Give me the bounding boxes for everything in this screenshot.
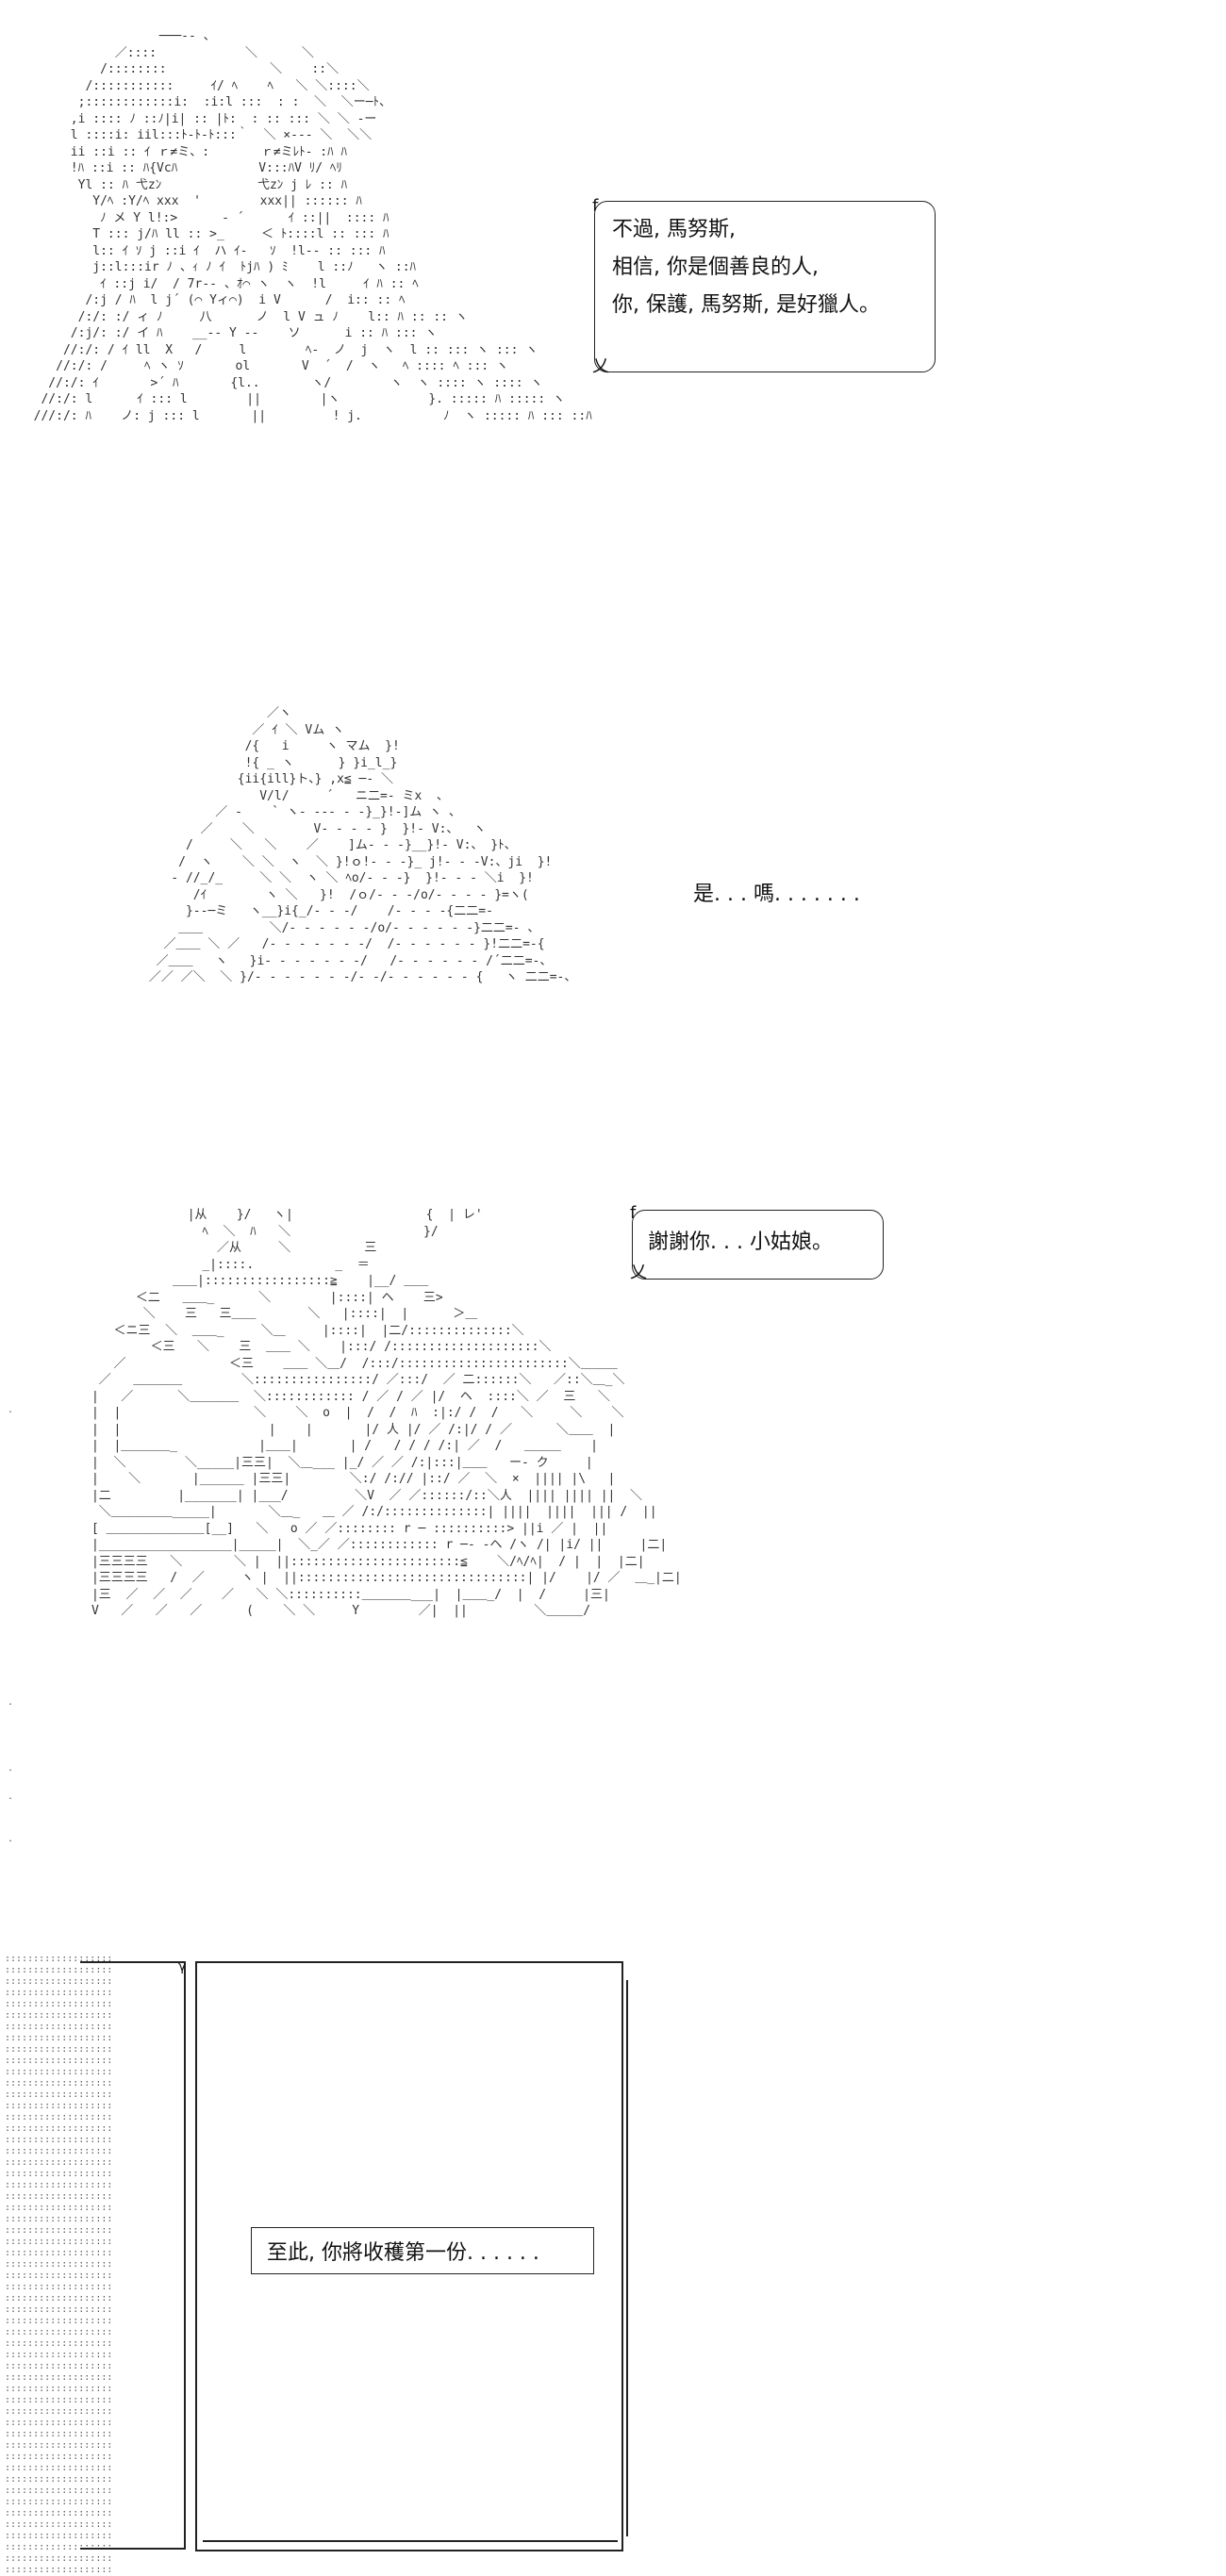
dialogue-line: 不過, 馬努斯, (612, 218, 736, 241)
speech-bubble-tail-bottom: 乂 (630, 1263, 647, 1282)
speech-bubble-tail-bottom: 乂 (592, 356, 609, 376)
dialogue-line: 謝謝你. . . 小姑娘。 (648, 1230, 833, 1254)
frame-double-line (203, 2540, 618, 2542)
dialogue-line: 你, 保護, 馬努斯, 是好獵人。 (612, 293, 880, 317)
dialogue-text: 是. . . 嗎. . . . . . . (693, 883, 860, 906)
narration-frame (195, 1961, 623, 2551)
edge-dot: . (8, 1763, 14, 1774)
frame-left-column (80, 2548, 186, 2550)
frame-divider (184, 1961, 186, 2550)
ascii-art-hooded-hunter: ／ヽ ／ ｲ ＼ Vム ヽ /{ i ヽ マム }! !{ _ ヽ } }i_l… (148, 706, 577, 984)
ascii-art-wolf: |从 }/ ヽ| { | レ' ﾍ ＼ ﾊ ＼ }/ ／从 ＼ 三 _|::::… (91, 1208, 682, 1618)
frame-notch: γ (178, 1959, 187, 1974)
edge-dot: . (8, 1792, 14, 1802)
edge-dot: . (8, 1405, 14, 1415)
dotted-edge-strip: ::::::::::::::::::: ::::::::::::::::::: … (5, 1954, 113, 2575)
ascii-art-girl-portrait: ───‐- 、 ／:::: ＼ ＼ /:::::::: ＼ ::＼ /:::::… (33, 29, 592, 423)
speech-bubble-tail-top: f (630, 1203, 637, 1223)
speech-bubble-tail-top: f (592, 196, 599, 216)
speech-bubble-panel3: 謝謝你. . . 小姑娘。 (632, 1210, 884, 1280)
speech-bubble-panel1: 不過, 馬努斯, 相信, 你是個善良的人, 你, 保護, 馬努斯, 是好獵人。 (594, 201, 936, 372)
edge-dot: . (8, 1697, 14, 1708)
narration-box: 至此, 你將收穫第一份. . . . . . (251, 2227, 594, 2274)
frame-left-column (80, 1961, 186, 1963)
narration-text: 至此, 你將收穫第一份. . . . . . (267, 2241, 539, 2265)
frame-double-line (626, 1980, 628, 2536)
dialogue-line: 相信, 你是個善良的人, (612, 256, 819, 279)
edge-dot: . (8, 1834, 14, 1844)
